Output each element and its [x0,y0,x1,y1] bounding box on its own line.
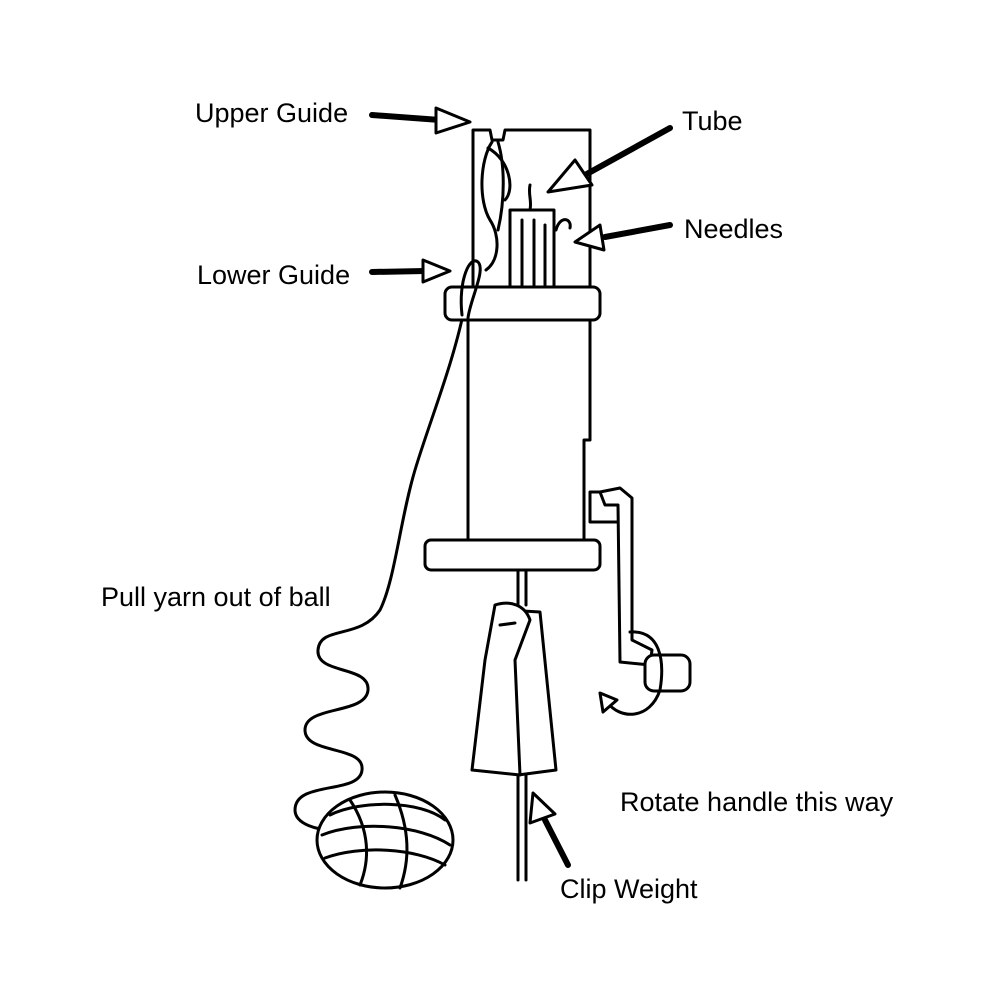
lower-guide-arrow [369,258,452,284]
needles-arrow [573,222,673,252]
crank-handle [588,486,692,693]
label-rotate-handle: Rotate handle this way [620,787,894,817]
base-plate [423,538,602,572]
clip-weight [470,601,558,777]
label-lower-guide: Lower Guide [197,260,350,290]
label-needles: Needles [684,214,783,244]
machine-body [466,318,592,542]
tube-arrow [546,125,673,194]
clip-weight-arrow [528,791,571,868]
lower-guide-loop [459,259,482,320]
tube [508,183,556,292]
label-clip-weight: Clip Weight [560,874,698,904]
label-upper-guide: Upper Guide [195,98,348,128]
label-pull-yarn: Pull yarn out of ball [101,582,331,612]
label-tube: Tube [682,106,743,136]
upper-guide-hook [480,140,505,272]
rotation-arrow [605,630,664,716]
upper-guide-arrow [369,106,472,135]
needle-hook [554,218,572,232]
yarn-ball [315,790,455,890]
yarn-strand [293,298,468,832]
